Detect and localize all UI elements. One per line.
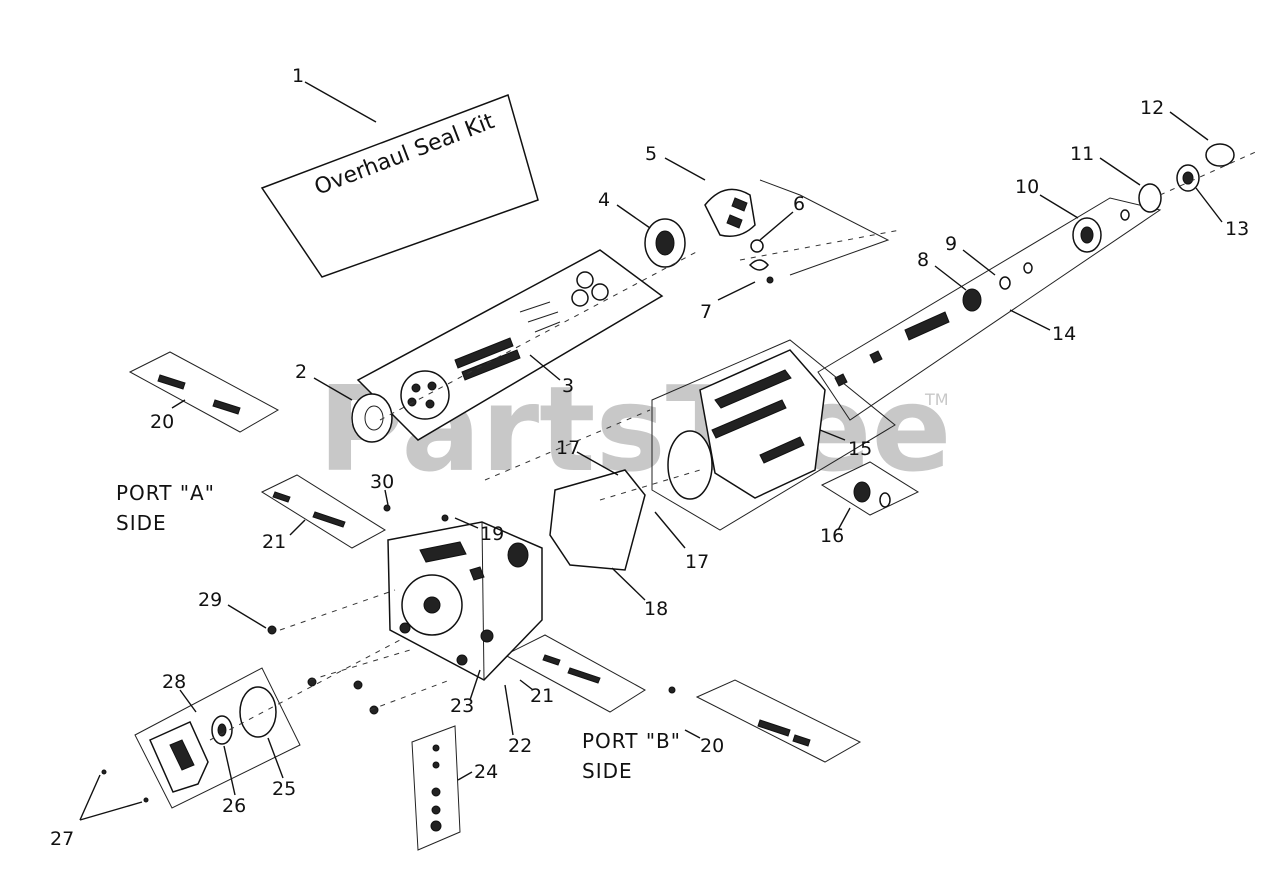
callout-14[interactable]: 14 (1052, 323, 1076, 345)
port-a-side-label: SIDE (116, 511, 167, 535)
gasket[interactable] (549, 469, 646, 571)
callout-20-right[interactable]: 20 (700, 735, 724, 757)
seal-13[interactable] (1176, 164, 1200, 192)
callout-19[interactable]: 19 (480, 523, 504, 545)
leader-lines (79, 81, 1223, 821)
port-labels: PORT "A" SIDE PORT "B" SIDE (116, 481, 681, 783)
plug-kit-24[interactable] (411, 725, 461, 851)
callout-28[interactable]: 28 (162, 671, 186, 693)
watermark-tm: TM (924, 390, 949, 409)
seal-kit-box[interactable]: Overhaul Seal Kit (260, 94, 539, 278)
shaft-parts-8-10[interactable] (962, 209, 1130, 312)
pump-housing[interactable] (651, 339, 896, 531)
valve-assembly-20-left[interactable] (128, 351, 280, 433)
callout-16[interactable]: 16 (820, 525, 844, 547)
callout-10[interactable]: 10 (1015, 176, 1039, 198)
callout-23[interactable]: 23 (450, 695, 474, 717)
swashplate[interactable] (704, 179, 890, 276)
port-b-side-label: SIDE (582, 759, 633, 783)
callout-25[interactable]: 25 (272, 778, 296, 800)
port-b-label: PORT "B" (582, 729, 681, 753)
callout-22[interactable]: 22 (508, 735, 532, 757)
callout-20-left[interactable]: 20 (150, 411, 174, 433)
callout-30[interactable]: 30 (370, 471, 394, 493)
seal-plate-16[interactable] (820, 461, 920, 516)
callout-17-lower[interactable]: 17 (685, 551, 709, 573)
callout-1[interactable]: 1 (292, 65, 304, 87)
ring-12[interactable] (1205, 143, 1235, 167)
callout-5[interactable]: 5 (645, 143, 657, 165)
callout-3[interactable]: 3 (562, 375, 574, 397)
shaft-assembly[interactable] (817, 197, 1162, 421)
callout-18[interactable]: 18 (644, 598, 668, 620)
center-section[interactable] (387, 521, 543, 681)
valve-assembly-21-right[interactable] (503, 634, 646, 713)
alignment-lines (209, 149, 1261, 741)
valve-assembly-21-left[interactable] (260, 474, 386, 549)
end-cover-28[interactable] (134, 667, 301, 809)
callout-12[interactable]: 12 (1140, 97, 1164, 119)
callout-9[interactable]: 9 (945, 233, 957, 255)
bearing-4[interactable] (644, 218, 686, 268)
callout-21-right[interactable]: 21 (530, 685, 554, 707)
callout-4[interactable]: 4 (598, 189, 610, 211)
callout-15[interactable]: 15 (848, 438, 872, 460)
ring-11[interactable] (1138, 183, 1162, 213)
rotating-group[interactable] (356, 249, 664, 441)
callout-24[interactable]: 24 (474, 761, 498, 783)
callout-7[interactable]: 7 (700, 301, 712, 323)
callout-13[interactable]: 13 (1225, 218, 1249, 240)
callout-8[interactable]: 8 (917, 249, 929, 271)
small-parts-6-7[interactable] (748, 239, 774, 284)
bearing-2[interactable] (351, 393, 393, 443)
fasteners[interactable] (101, 504, 676, 803)
callout-21-left[interactable]: 21 (262, 531, 286, 553)
seal-25 (239, 686, 277, 738)
callout-2[interactable]: 2 (295, 361, 307, 383)
callout-11[interactable]: 11 (1070, 143, 1094, 165)
callout-29[interactable]: 29 (198, 589, 222, 611)
callout-numbers: 1 2 3 4 5 6 7 8 9 10 11 12 13 14 15 16 1… (50, 65, 1249, 850)
valve-assembly-20-right[interactable] (695, 679, 862, 763)
port-a-label: PORT "A" (116, 481, 215, 505)
callout-17-upper[interactable]: 17 (556, 437, 580, 459)
callout-27[interactable]: 27 (50, 828, 74, 850)
callout-6[interactable]: 6 (793, 193, 805, 215)
callout-26[interactable]: 26 (222, 795, 246, 817)
